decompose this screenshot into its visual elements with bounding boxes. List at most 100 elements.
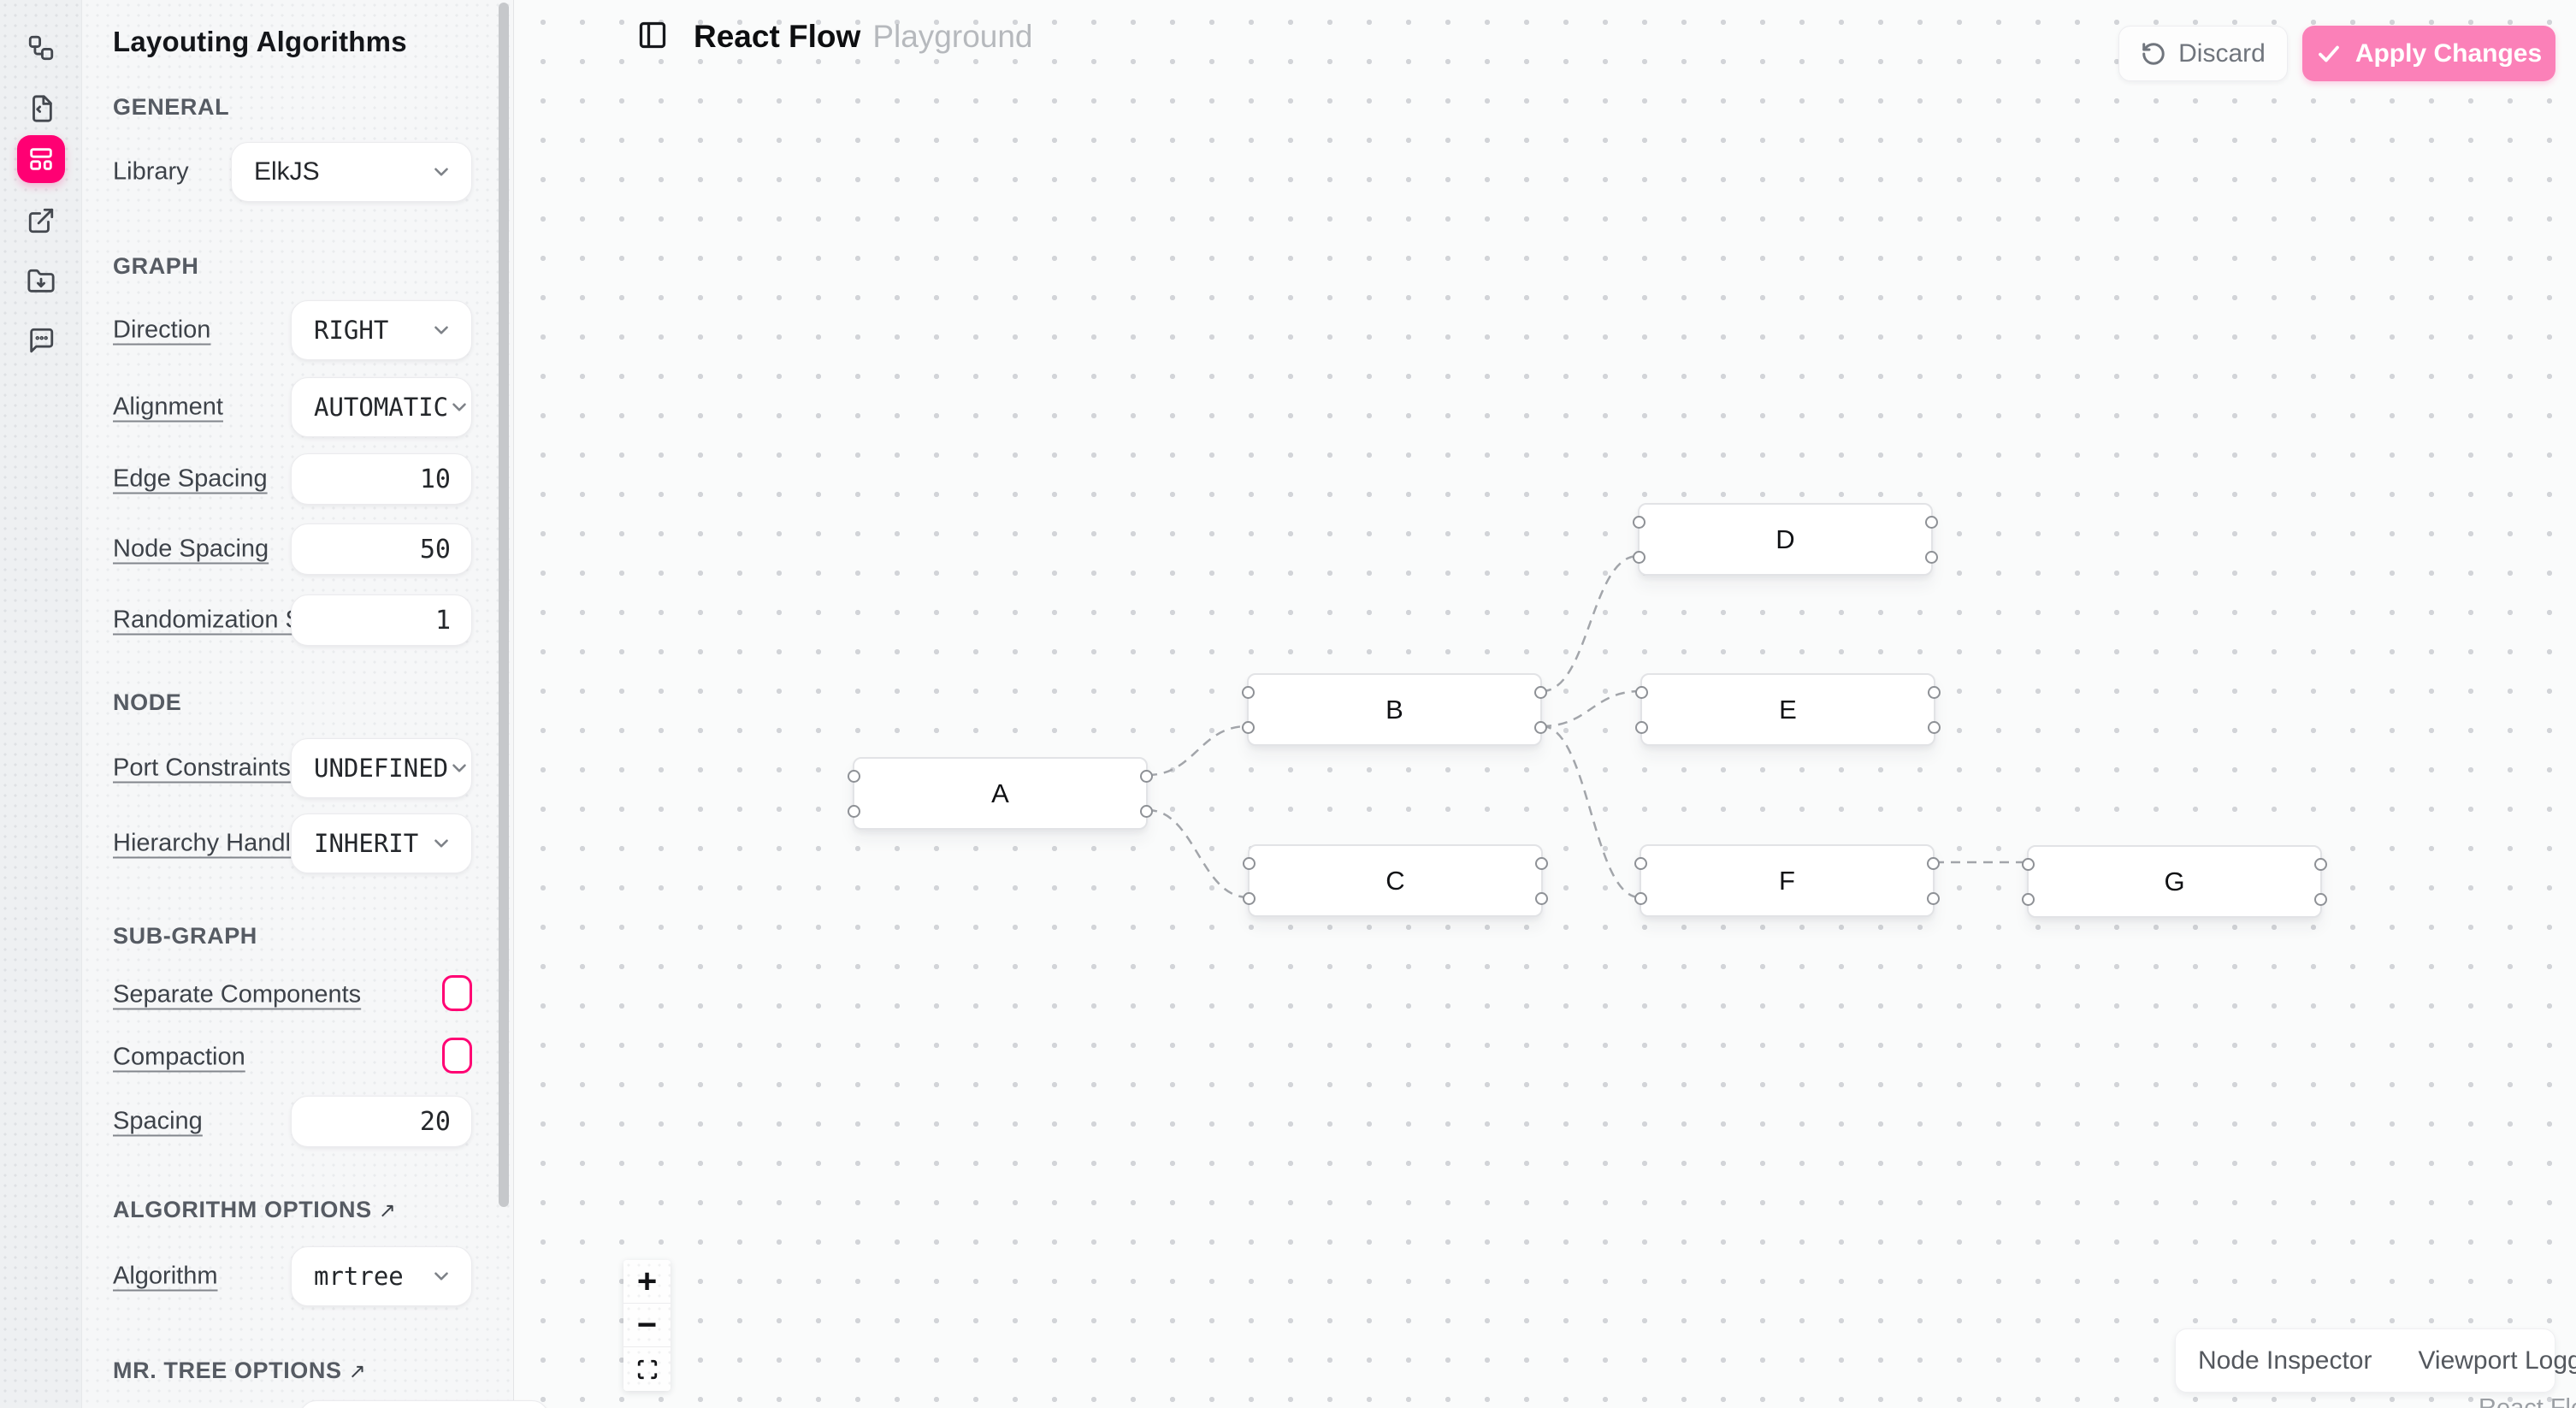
handle-left-bottom[interactable] bbox=[1242, 721, 1255, 734]
handle-right-bottom[interactable] bbox=[1925, 551, 1938, 564]
handle-left-bottom[interactable] bbox=[848, 805, 860, 818]
handle-left-bottom[interactable] bbox=[1634, 892, 1647, 905]
library-select[interactable]: ElkJS bbox=[231, 142, 472, 202]
handle-left-bottom[interactable] bbox=[1633, 551, 1645, 564]
edge-b-e[interactable] bbox=[1541, 689, 1641, 728]
handle-left-bottom[interactable] bbox=[1243, 892, 1256, 905]
handle-left-bottom[interactable] bbox=[2022, 893, 2035, 906]
compaction-checkbox[interactable] bbox=[442, 1038, 472, 1074]
flow-node-e[interactable]: E bbox=[1635, 673, 1941, 746]
rail-item-feedback[interactable] bbox=[17, 317, 65, 364]
layouting-icon bbox=[30, 148, 52, 170]
chevron-down-icon bbox=[434, 168, 448, 176]
zoom-in-button[interactable]: + bbox=[623, 1260, 671, 1304]
rail-item-layouting[interactable] bbox=[17, 135, 65, 183]
rail-item-workflow[interactable] bbox=[17, 24, 65, 72]
section-algorithm-options-link[interactable]: ALGORITHM OPTIONS ↗ bbox=[113, 1197, 396, 1223]
handle-right-top[interactable] bbox=[1928, 686, 1941, 699]
field-label-edge-spacing: Edge Spacing bbox=[113, 464, 268, 493]
handle-left-top[interactable] bbox=[1633, 516, 1645, 529]
handle-right-top[interactable] bbox=[1140, 770, 1153, 783]
panel-left-icon[interactable] bbox=[637, 20, 668, 55]
field-label-compaction: Compaction bbox=[113, 1043, 245, 1071]
arrow-up-right-icon: ↗ bbox=[378, 1199, 397, 1222]
rail-item-folder-download[interactable] bbox=[17, 257, 65, 305]
handle-left-top[interactable] bbox=[1635, 686, 1648, 699]
algorithm-value: mrtree bbox=[314, 1262, 404, 1291]
algorithm-select[interactable]: mrtree bbox=[291, 1246, 472, 1306]
handle-left-top[interactable] bbox=[1243, 857, 1256, 870]
rail-item-file-code[interactable] bbox=[17, 85, 65, 133]
panel-scrollbar-thumb[interactable] bbox=[499, 3, 509, 1207]
viewport-logger-toggle[interactable]: Viewport Logger bbox=[2418, 1346, 2576, 1375]
chevron-down-icon bbox=[434, 1272, 448, 1281]
handle-right-bottom[interactable] bbox=[1927, 892, 1940, 905]
chevron-down-icon bbox=[452, 764, 466, 772]
node-label: C bbox=[1385, 865, 1405, 896]
chevron-down-icon bbox=[434, 839, 448, 848]
handle-left-top[interactable] bbox=[1634, 857, 1647, 870]
spacing-input[interactable] bbox=[291, 1096, 472, 1147]
rail-item-external-link[interactable] bbox=[17, 197, 65, 245]
node-inspector-toggle[interactable]: Node Inspector bbox=[2198, 1346, 2372, 1375]
edge-a-b[interactable] bbox=[1147, 725, 1248, 777]
handle-right-bottom[interactable] bbox=[1534, 721, 1547, 734]
handle-right-top[interactable] bbox=[1535, 857, 1548, 870]
flow-node-a[interactable]: A bbox=[848, 757, 1153, 830]
apply-changes-button[interactable]: Apply Changes bbox=[2302, 26, 2555, 81]
folder-download-icon bbox=[27, 269, 55, 293]
hierarchy-handling-select[interactable]: INHERIT bbox=[291, 813, 472, 873]
canvas-dot-grid bbox=[515, 0, 2576, 1408]
section-mrtree-options-label: MR. TREE OPTIONS bbox=[113, 1358, 342, 1383]
handle-right-bottom[interactable] bbox=[1535, 892, 1548, 905]
node-label: A bbox=[991, 778, 1009, 808]
section-algorithm-options-label: ALGORITHM OPTIONS bbox=[113, 1197, 372, 1222]
edge-b-f[interactable] bbox=[1541, 725, 1640, 899]
fit-view-icon bbox=[637, 1359, 657, 1379]
field-label-separate-components: Separate Components bbox=[113, 980, 362, 1009]
flow-node-b[interactable]: B bbox=[1242, 673, 1547, 746]
flow-node-g[interactable]: G bbox=[2022, 845, 2327, 918]
section-subgraph: SUB-GRAPH bbox=[113, 923, 257, 949]
edge-spacing-input[interactable] bbox=[291, 453, 472, 505]
flow-canvas[interactable] bbox=[515, 0, 2576, 1408]
handle-left-top[interactable] bbox=[2022, 858, 2035, 871]
handle-right-top[interactable] bbox=[1927, 857, 1940, 870]
discard-button[interactable]: Discard bbox=[2118, 26, 2288, 81]
fit-view-button[interactable] bbox=[623, 1347, 671, 1391]
section-graph: GRAPH bbox=[113, 253, 199, 279]
handle-right-top[interactable] bbox=[2314, 858, 2327, 871]
apply-changes-label: Apply Changes bbox=[2354, 38, 2543, 68]
flow-node-d[interactable]: D bbox=[1633, 503, 1938, 576]
handle-right-bottom[interactable] bbox=[1140, 805, 1153, 818]
zoom-out-button[interactable]: − bbox=[623, 1304, 671, 1347]
flow-node-f[interactable]: F bbox=[1634, 844, 1940, 917]
edge-a-c[interactable] bbox=[1147, 808, 1249, 899]
handle-right-bottom[interactable] bbox=[1928, 721, 1941, 734]
page-title: Playground bbox=[872, 19, 1033, 54]
handle-left-top[interactable] bbox=[848, 770, 860, 783]
icon-rail bbox=[0, 0, 82, 1408]
randomization-seed-input[interactable] bbox=[291, 595, 472, 646]
handle-right-bottom[interactable] bbox=[2314, 893, 2327, 906]
workflow-icon bbox=[28, 35, 54, 61]
handle-right-top[interactable] bbox=[1534, 686, 1547, 699]
field-label-algorithm: Algorithm bbox=[113, 1262, 218, 1290]
handle-left-top[interactable] bbox=[1242, 686, 1255, 699]
check-icon bbox=[2318, 45, 2339, 62]
node-spacing-input[interactable] bbox=[291, 524, 472, 575]
mrtree-option-select-partial[interactable] bbox=[299, 1400, 549, 1408]
separate-components-checkbox[interactable] bbox=[442, 975, 472, 1011]
edge-b-d[interactable] bbox=[1541, 554, 1639, 693]
port-constraints-select[interactable]: UNDEFINED bbox=[291, 738, 472, 798]
handle-left-bottom[interactable] bbox=[1635, 721, 1648, 734]
direction-select[interactable]: RIGHT bbox=[291, 300, 472, 360]
chevron-down-icon bbox=[452, 403, 466, 411]
handle-right-top[interactable] bbox=[1925, 516, 1938, 529]
field-label-direction: Direction bbox=[113, 316, 211, 344]
flow-node-c[interactable]: C bbox=[1243, 844, 1548, 917]
alignment-select[interactable]: AUTOMATIC bbox=[291, 377, 472, 437]
react-flow-attribution[interactable]: React Flow bbox=[2479, 1394, 2576, 1408]
section-mrtree-options-link[interactable]: MR. TREE OPTIONS↗ bbox=[113, 1358, 366, 1384]
